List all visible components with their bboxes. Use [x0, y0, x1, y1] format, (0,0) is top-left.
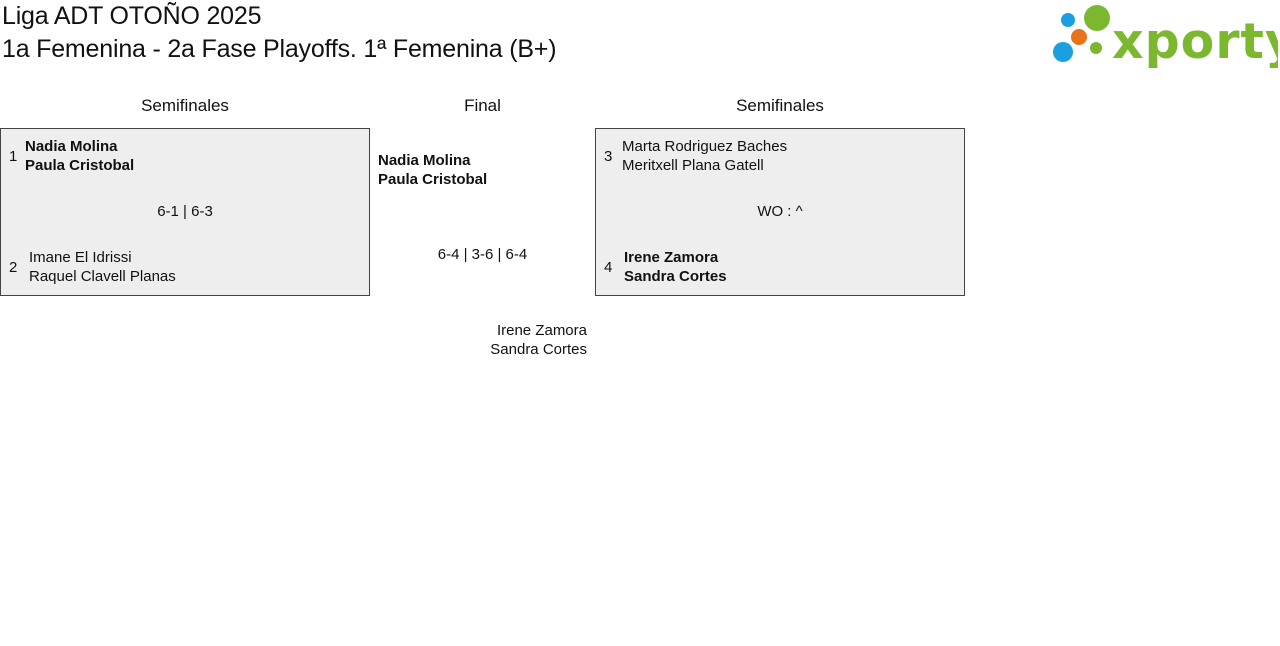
match-box-semifinal-right[interactable]: 3 Marta Rodriguez Baches Meritxell Plana…: [595, 128, 965, 296]
team-top: 1 Nadia Molina Paula Cristobal: [9, 137, 134, 175]
player-name: Paula Cristobal: [378, 171, 488, 188]
player-name: Marta Rodriguez Baches: [622, 138, 788, 155]
player-name: Irene Zamora: [624, 249, 719, 266]
team-top: 3 Marta Rodriguez Baches Meritxell Plana…: [604, 137, 787, 175]
team-bottom: 2 Imane El Idrissi Raquel Clavell Planas: [9, 248, 176, 286]
player-name: Nadia Molina: [378, 152, 471, 169]
match-score: 6-1 | 6-3: [157, 203, 213, 220]
team-bottom: 4 Irene Zamora Sandra Cortes: [604, 248, 727, 286]
final-team-top: Nadia Molina Paula Cristobal: [378, 151, 487, 189]
round-header-semifinal-right: Semifinales: [736, 96, 824, 115]
round-header-semifinal-left: Semifinales: [141, 96, 229, 115]
player-name: Paula Cristobal: [25, 157, 135, 174]
player-name: Imane El Idrissi: [29, 249, 132, 266]
match-score: WO : ^: [757, 203, 803, 220]
player-name: Nadia Molina: [25, 138, 118, 155]
seed-number: 3: [604, 148, 613, 165]
match-box-semifinal-left[interactable]: 1 Nadia Molina Paula Cristobal 6-1 | 6-3…: [0, 128, 370, 296]
player-name: Raquel Clavell Planas: [29, 268, 176, 285]
page-subtitle: 1a Femenina - 2a Fase Playoffs. 1ª Femen…: [2, 35, 557, 63]
xporty-logo: xporty: [1053, 5, 1278, 68]
seed-number: 4: [604, 259, 613, 276]
logo-wordmark: xporty: [1112, 13, 1278, 68]
player-name: Irene Zamora: [496, 322, 587, 339]
final-team-bottom: Irene Zamora Sandra Cortes: [370, 321, 587, 359]
seed-number: 1: [9, 148, 18, 165]
seed-number: 2: [9, 259, 18, 276]
final-score: 6-4 | 3-6 | 6-4: [437, 246, 528, 263]
player-name: Meritxell Plana Gatell: [622, 157, 764, 174]
player-name: Sandra Cortes: [490, 341, 587, 358]
player-name: Sandra Cortes: [624, 268, 727, 285]
round-header-final: Final: [464, 96, 501, 115]
page-title: Liga ADT OTOÑO 2025: [2, 2, 262, 30]
